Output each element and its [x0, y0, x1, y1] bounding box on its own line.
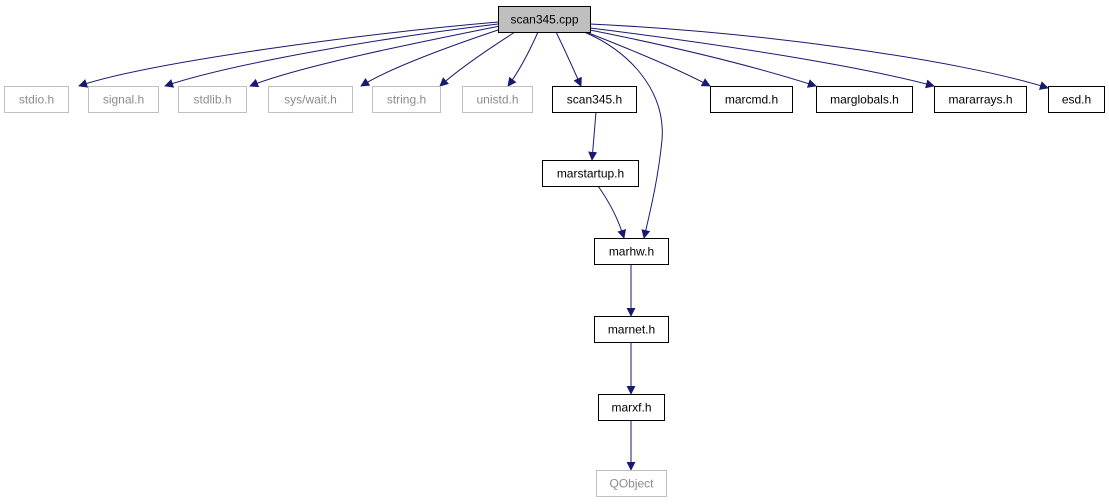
node-box — [594, 316, 669, 343]
node-marglobals-h[interactable]: marglobals.h — [816, 86, 913, 113]
node-esd-h[interactable]: esd.h — [1048, 86, 1105, 113]
node-label: mararrays.h — [948, 93, 1012, 107]
edge-n0-to-n13 — [583, 31, 663, 239]
node-marstartup-h[interactable]: marstartup.h — [542, 160, 639, 187]
node-label: marglobals.h — [830, 93, 899, 107]
node-stdio-h: stdio.h — [4, 86, 69, 113]
node-box — [88, 86, 159, 113]
node-box — [934, 86, 1027, 113]
edge-n0-to-n9 — [589, 29, 817, 88]
node-label: marstartup.h — [557, 167, 624, 181]
edge-n0-to-n1 — [78, 21, 499, 88]
node-marnet-h[interactable]: marnet.h — [594, 316, 669, 343]
node-box — [598, 394, 665, 421]
node-label: scan345.cpp — [510, 13, 578, 27]
node-signal-h: signal.h — [88, 86, 159, 113]
node-marxf-h[interactable]: marxf.h — [598, 394, 665, 421]
node-box — [710, 86, 793, 113]
node-label: stdlib.h — [193, 93, 231, 107]
node-box — [372, 86, 441, 113]
edge-n0-to-n3 — [249, 25, 501, 88]
node-label: sys/wait.h — [284, 93, 337, 107]
node-box — [552, 86, 637, 113]
node-label: esd.h — [1062, 93, 1091, 107]
node-label: QObject — [609, 477, 654, 491]
node-box — [4, 86, 69, 113]
node-box — [178, 86, 247, 113]
edge-n0-to-n11 — [589, 23, 1049, 90]
edge-n0-to-n8 — [585, 31, 711, 87]
node-label: marhw.h — [609, 245, 654, 259]
node-label: stdio.h — [19, 93, 54, 107]
node-label: unistd.h — [476, 93, 518, 107]
node-marcmd-h[interactable]: marcmd.h — [710, 86, 793, 113]
node-box — [594, 238, 669, 265]
edge-n0-to-n4 — [360, 27, 505, 87]
node-string-h: string.h — [372, 86, 441, 113]
node-box — [816, 86, 913, 113]
nodes-layer: scan345.cpp stdio.h signal.h stdlib.h sys/wa… — [4, 6, 1105, 497]
edges-layer — [78, 21, 1049, 471]
node-unistd-h: unistd.h — [462, 86, 533, 113]
node-stdlib-h: stdlib.h — [178, 86, 247, 113]
edge-n12-to-n13 — [597, 185, 626, 239]
edge-n0-to-n6 — [507, 31, 539, 87]
node-label: signal.h — [103, 93, 144, 107]
edge-n0-to-n10 — [589, 27, 935, 89]
node-box — [498, 6, 591, 33]
node-label: string.h — [387, 93, 426, 107]
edge-n0-to-n5 — [439, 31, 516, 87]
node-box — [1048, 86, 1105, 113]
node-box — [268, 86, 353, 113]
node-label: scan345.h — [567, 93, 622, 107]
node-qobject: QObject — [596, 470, 667, 497]
node-label: marcmd.h — [725, 93, 778, 107]
node-sys-wait-h: sys/wait.h — [268, 86, 353, 113]
node-label: marnet.h — [608, 323, 655, 337]
node-scan345-h[interactable]: scan345.h — [552, 86, 637, 113]
node-box — [462, 86, 533, 113]
edge-n0-to-n2 — [164, 23, 499, 88]
node-scan345-cpp[interactable]: scan345.cpp — [498, 6, 591, 33]
edge-n0-to-n7 — [555, 31, 582, 87]
node-mararrays-h[interactable]: mararrays.h — [934, 86, 1027, 113]
node-box — [542, 160, 639, 187]
node-marhw-h[interactable]: marhw.h — [594, 238, 669, 265]
node-label: marxf.h — [611, 401, 651, 415]
node-box — [596, 470, 667, 497]
edge-n7-to-n12 — [588, 111, 598, 161]
